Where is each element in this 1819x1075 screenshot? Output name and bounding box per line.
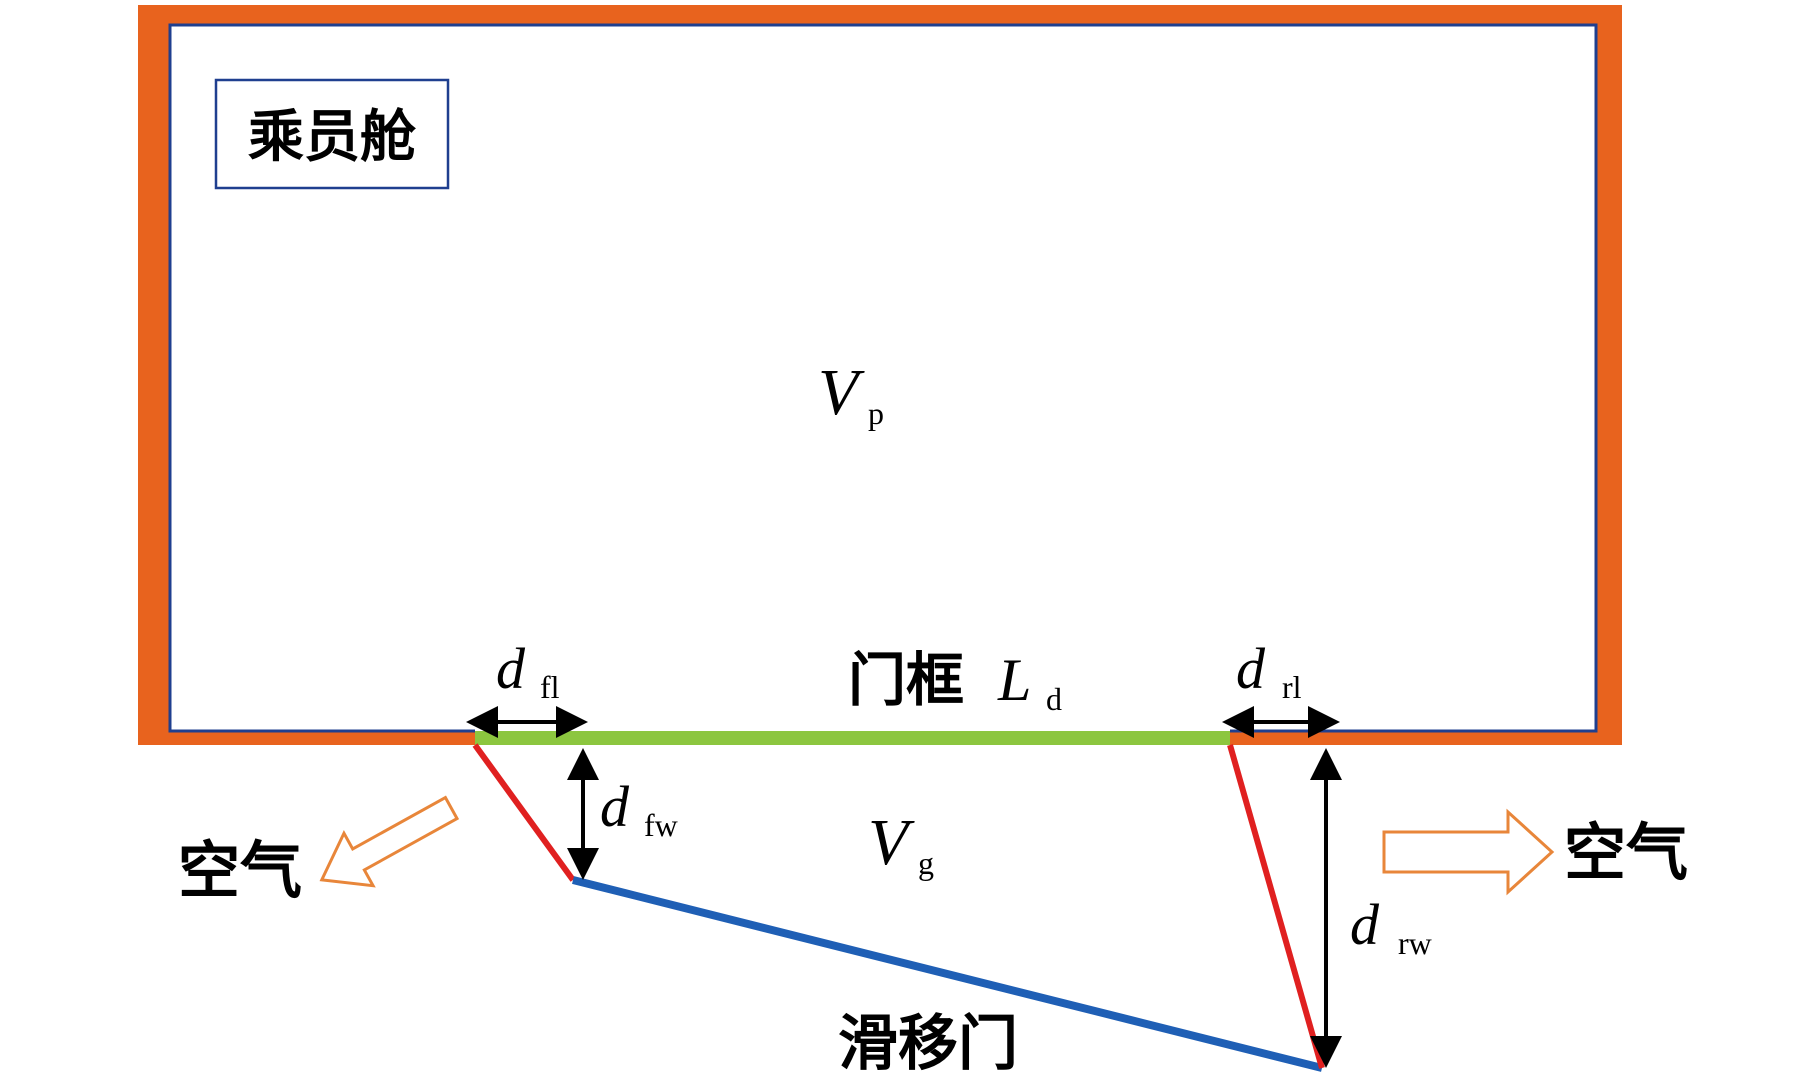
sliding-door-line [572, 876, 1323, 1072]
air-right-arrow-icon [1382, 808, 1555, 896]
air-left-arrow-icon [319, 795, 460, 888]
drl-var: d [1236, 636, 1266, 701]
door-frame-label-group: 门框 L d [848, 646, 1062, 717]
ld-sub: d [1046, 681, 1062, 717]
rear-seal-line [1227, 744, 1325, 1069]
cabin-walls [138, 5, 1622, 745]
dfl-var: d [496, 636, 526, 701]
vp-sub: p [868, 395, 884, 431]
cabin-label: 乘员舱 [248, 104, 416, 170]
air-left-label: 空气 [178, 834, 302, 907]
vg-sub: g [918, 845, 934, 881]
cabin-wall-left [138, 5, 170, 745]
vg-var: V [868, 806, 915, 879]
dfl-sub: fl [540, 669, 560, 705]
vg-symbol: V g [868, 806, 934, 881]
cabin-wall-right [1596, 5, 1622, 745]
cabin-wall-top [138, 5, 1622, 25]
drl-sub: rl [1282, 669, 1302, 705]
dfw-sub: fw [644, 807, 678, 843]
air-right-label: 空气 [1564, 816, 1688, 889]
drl-dimension: d rl [1222, 636, 1340, 738]
door-frame-label: 门框 [848, 646, 964, 714]
cabin-label-box: 乘员舱 [214, 78, 450, 190]
door-frame-line [475, 731, 1230, 745]
front-seal-line [472, 743, 576, 882]
ld-var: L [997, 647, 1031, 713]
dfw-var: d [600, 774, 630, 839]
cabin-label-border [214, 78, 450, 190]
dfw-dimension: d fw [567, 748, 678, 880]
drw-sub: rw [1398, 925, 1432, 961]
sliding-door-label: 滑移门 [838, 1009, 1018, 1075]
vp-symbol: V p [818, 356, 884, 431]
cabin-wall-bottom-left [138, 731, 475, 745]
vp-var: V [818, 356, 865, 429]
drw-var: d [1350, 892, 1380, 957]
drw-dimension: d rw [1310, 748, 1432, 1068]
cabin-wall-bottom-right [1230, 731, 1622, 745]
dfl-dimension: d fl [466, 636, 588, 738]
cabin-inner-edge [168, 23, 1598, 733]
